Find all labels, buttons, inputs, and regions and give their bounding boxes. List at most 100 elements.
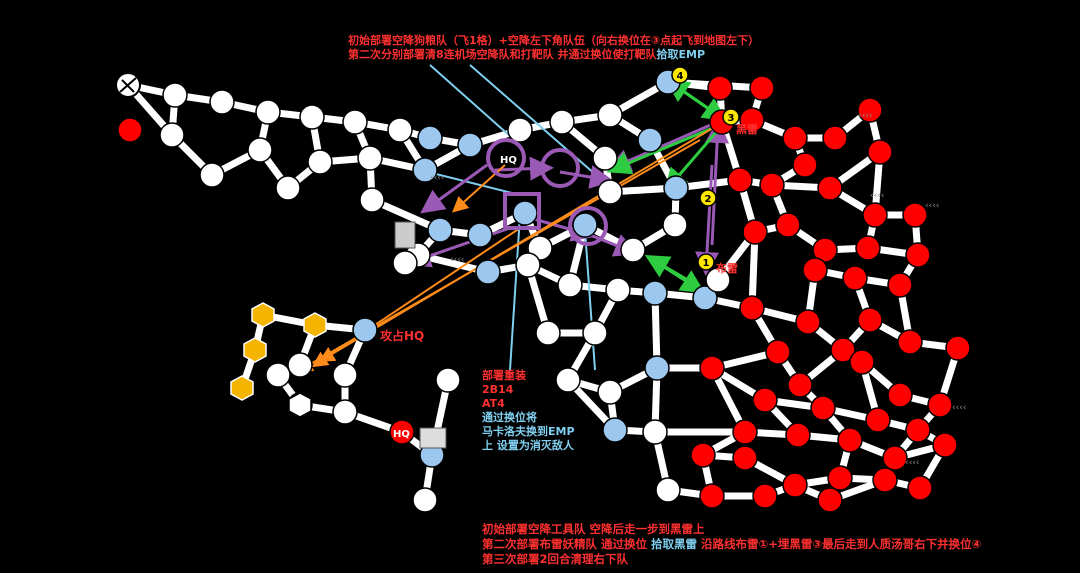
- purple-route-arrow: [695, 164, 720, 276]
- enemy-node: [699, 355, 725, 381]
- step-number: 1: [703, 258, 710, 269]
- ally-node: [637, 127, 663, 153]
- chevron-marking: ‹‹‹‹: [450, 255, 464, 265]
- callout-line: [509, 214, 521, 371]
- green-route-arrow: [606, 123, 721, 175]
- capture-hq-label: 攻占HQ: [380, 328, 424, 343]
- enemy-node: [865, 407, 891, 433]
- ally-node: [663, 175, 689, 201]
- neutral-heliport-node: [288, 392, 312, 418]
- middle-note: 部署重装 2B14 AT4 通过换位将 马卡洛夫换到EMP 上 设置为消灭敌人: [482, 369, 575, 453]
- neutral-node: [199, 162, 225, 188]
- enemy-node: [827, 465, 853, 491]
- neutral-node: [209, 89, 235, 115]
- middle-note-line6: 上 设置为消灭敌人: [482, 439, 574, 452]
- enemy-node: [867, 139, 893, 165]
- heliport-node: [243, 337, 267, 363]
- tower-building-icon: [394, 221, 416, 249]
- enemy-node: [787, 372, 813, 398]
- route-arrows: [296, 64, 730, 372]
- heliport-node: [303, 312, 327, 338]
- bottom-note-line3: 第三次部署2回合清理右下队: [482, 552, 629, 566]
- ally-node: [572, 212, 598, 238]
- middle-note-line1: 部署重装: [482, 369, 526, 382]
- enemy-node: [810, 395, 836, 421]
- enemy-node: [752, 387, 778, 413]
- enemy-node: [752, 483, 778, 509]
- neutral-node: [597, 179, 623, 205]
- enemy-node: [812, 237, 838, 263]
- bottom-note-line2-b: 拾取黑雷: [651, 537, 698, 551]
- enemy-node: [855, 235, 881, 261]
- enemy-node: [759, 172, 785, 198]
- top-note-line2-b: 拾取EMP: [656, 48, 706, 61]
- top-note-line2-a: 第二次分别部署清8连机场空降队和打靶队 并通过换位使打靶队: [348, 48, 657, 61]
- neutral-node: [620, 237, 646, 263]
- hq-building-icon: [419, 427, 447, 449]
- neutral-node: [387, 117, 413, 143]
- middle-note-line5: 马卡洛夫换到EMP: [482, 425, 575, 438]
- ally-node: [457, 132, 483, 158]
- purple-route-arrow: [420, 163, 488, 214]
- ally-hq-label: HQ: [500, 155, 517, 166]
- enemy-node: [739, 107, 765, 133]
- neutral-node: [597, 379, 623, 405]
- enemy-node: [849, 349, 875, 375]
- chevron-marking: ‹‹‹‹: [430, 173, 444, 183]
- map-nodes: [115, 69, 971, 513]
- enemy-node: [732, 419, 758, 445]
- step-marker: [699, 189, 717, 207]
- enemy-node: [792, 152, 818, 178]
- neutral-node: [255, 99, 281, 125]
- chevron-marking: ‹‹‹‹: [952, 403, 966, 413]
- enemy-node: [817, 487, 843, 513]
- neutral-node: [557, 272, 583, 298]
- step-marker: [671, 66, 689, 84]
- neutral-node: [159, 122, 185, 148]
- chevron-marking: ‹‹‹‹: [858, 111, 872, 121]
- chevron-marking: ‹‹‹‹: [870, 191, 884, 201]
- ally-node: [427, 217, 453, 243]
- middle-note-line2: 2B14: [482, 383, 514, 396]
- neutral-node: [507, 117, 533, 143]
- ally-node: [512, 200, 538, 226]
- green-route-arrow: [644, 254, 706, 292]
- purple-marker-circle: [486, 138, 526, 178]
- enemy-node: [822, 125, 848, 151]
- enemy-node: [837, 427, 863, 453]
- neutral-node: [535, 320, 561, 346]
- enemy-node: [782, 472, 808, 498]
- ally-node: [642, 280, 668, 306]
- chevron-marking: ‹‹‹‹: [925, 201, 939, 211]
- bottom-note: 初始部署空降工具队 空降后走一步到黑雷上 第二次部署布雷妖精队 通过换位 拾取黑…: [482, 522, 981, 567]
- bottom-note-line2: 第二次部署布雷妖精队 通过换位 拾取黑雷 沿路线布雷①+埋黑雷③最后走到人质汤哥…: [482, 537, 981, 552]
- ally-node: [417, 125, 443, 151]
- enemy-node: [882, 445, 908, 471]
- neutral-node: [359, 187, 385, 213]
- enemy-node: [749, 75, 775, 101]
- enemy-node: [872, 467, 898, 493]
- neutral-node: [357, 145, 383, 171]
- enemy-node: [817, 175, 843, 201]
- enemy-node: [707, 75, 733, 101]
- neutral-node: [662, 212, 688, 238]
- ally-node: [602, 417, 628, 443]
- bottom-note-line2-a: 第二次部署布雷妖精队 通过换位: [482, 537, 648, 551]
- neutral-node: [247, 137, 273, 163]
- step-number: 3: [728, 113, 735, 124]
- purple-marker-circle: [568, 206, 608, 246]
- top-note-line2: 第二次分别部署清8连机场空降队和打靶队 并通过换位使打靶队拾取EMP: [348, 48, 705, 61]
- middle-note-line4: 通过换位将: [482, 411, 537, 424]
- neutral-node: [307, 149, 333, 175]
- enemy-node: [902, 202, 928, 228]
- middle-note-line3: AT4: [482, 397, 505, 410]
- enemy-node: [932, 432, 958, 458]
- neutral-node: [412, 487, 438, 513]
- enemy-node: [117, 117, 143, 143]
- neutral-node: [592, 145, 618, 171]
- enemy-node: [862, 202, 888, 228]
- enemy-node: [699, 483, 725, 509]
- neutral-node: [162, 82, 188, 108]
- neutral-node: [515, 252, 541, 278]
- neutral-node: [265, 362, 291, 388]
